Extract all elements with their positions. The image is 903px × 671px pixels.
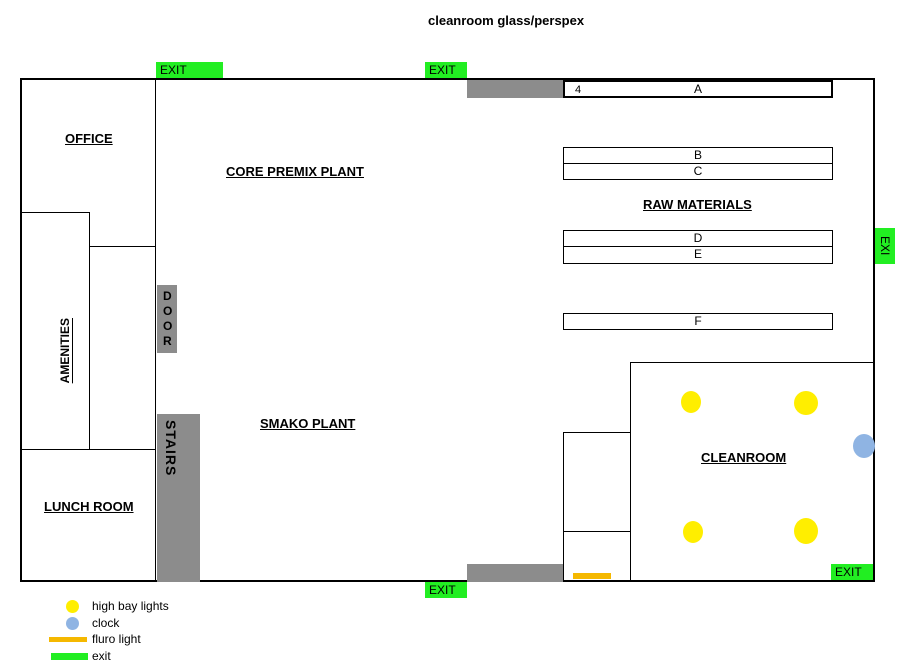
door: DOOR <box>157 285 177 353</box>
stairs-label: STAIRS <box>163 420 179 477</box>
legend-high-bay-icon <box>66 600 79 613</box>
smako-label: SMAKO PLANT <box>260 416 356 431</box>
side-room-top-wall <box>563 432 630 433</box>
cleanroom-glass-panel-bottom <box>467 564 563 582</box>
exit-bottom-center: EXIT <box>425 582 467 598</box>
amenities-text: AMENITIES <box>58 318 72 384</box>
exit-right-side-label: EXI <box>878 236 892 256</box>
cleanroom-glass-panel-top <box>467 80 563 98</box>
outer-wall-top <box>20 78 875 80</box>
diagram-title: cleanroom glass/perspex <box>428 13 585 28</box>
fluro-light <box>573 573 611 579</box>
side-room-mid-wall <box>563 531 630 532</box>
legend-exit-label: exit <box>92 649 111 663</box>
cleanroom-top-wall <box>630 362 873 363</box>
amenities-label: AMENITIES <box>58 318 76 388</box>
rack-b: B <box>563 147 833 164</box>
rack-a-number: 4 <box>575 84 582 96</box>
legend-fluro-label: fluro light <box>92 632 141 646</box>
exit-right-side: EXI <box>875 228 895 264</box>
amenities-right-wall <box>89 212 90 449</box>
cleanroom-label: CLEANROOM <box>701 450 787 465</box>
outer-wall-right <box>873 78 875 582</box>
exit-top-left: EXIT <box>156 62 223 78</box>
legend-high-bay-label: high bay lights <box>92 599 169 613</box>
clock-icon <box>853 434 875 458</box>
outer-wall-bottom <box>20 580 875 582</box>
lunch-room-label: LUNCH ROOM <box>44 499 134 514</box>
side-room-left-wall <box>563 432 564 580</box>
legend-clock-label: clock <box>92 616 120 630</box>
stairs: STAIRS <box>157 414 200 582</box>
core-premix-label: CORE PREMIX PLANT <box>226 164 364 179</box>
rack-d: D <box>563 230 833 247</box>
rack-e: E <box>563 246 833 264</box>
high-bay-light-2 <box>794 391 818 415</box>
cleanroom-left-wall <box>630 362 631 580</box>
office-label: OFFICE <box>65 131 113 146</box>
lunch-room-top-wall <box>22 449 155 450</box>
left-column-wall <box>155 80 156 580</box>
high-bay-light-3 <box>683 521 703 543</box>
door-label: DOOR <box>163 289 173 348</box>
office-lower-wall <box>89 246 155 247</box>
rack-c: C <box>563 163 833 180</box>
legend-clock-icon <box>66 617 79 630</box>
high-bay-light-1 <box>681 391 701 413</box>
high-bay-light-4 <box>794 518 818 544</box>
legend-exit-icon <box>51 653 88 660</box>
outer-wall-left <box>20 78 22 582</box>
office-bottom-wall <box>22 212 89 213</box>
raw-materials-label: RAW MATERIALS <box>643 197 752 212</box>
rack-a-label: A <box>693 82 702 96</box>
exit-top-center: EXIT <box>425 62 467 78</box>
rack-a: 4 A <box>563 80 833 98</box>
rack-f: F <box>563 313 833 330</box>
exit-cleanroom: EXIT <box>831 564 873 580</box>
legend-fluro-icon <box>49 637 87 642</box>
